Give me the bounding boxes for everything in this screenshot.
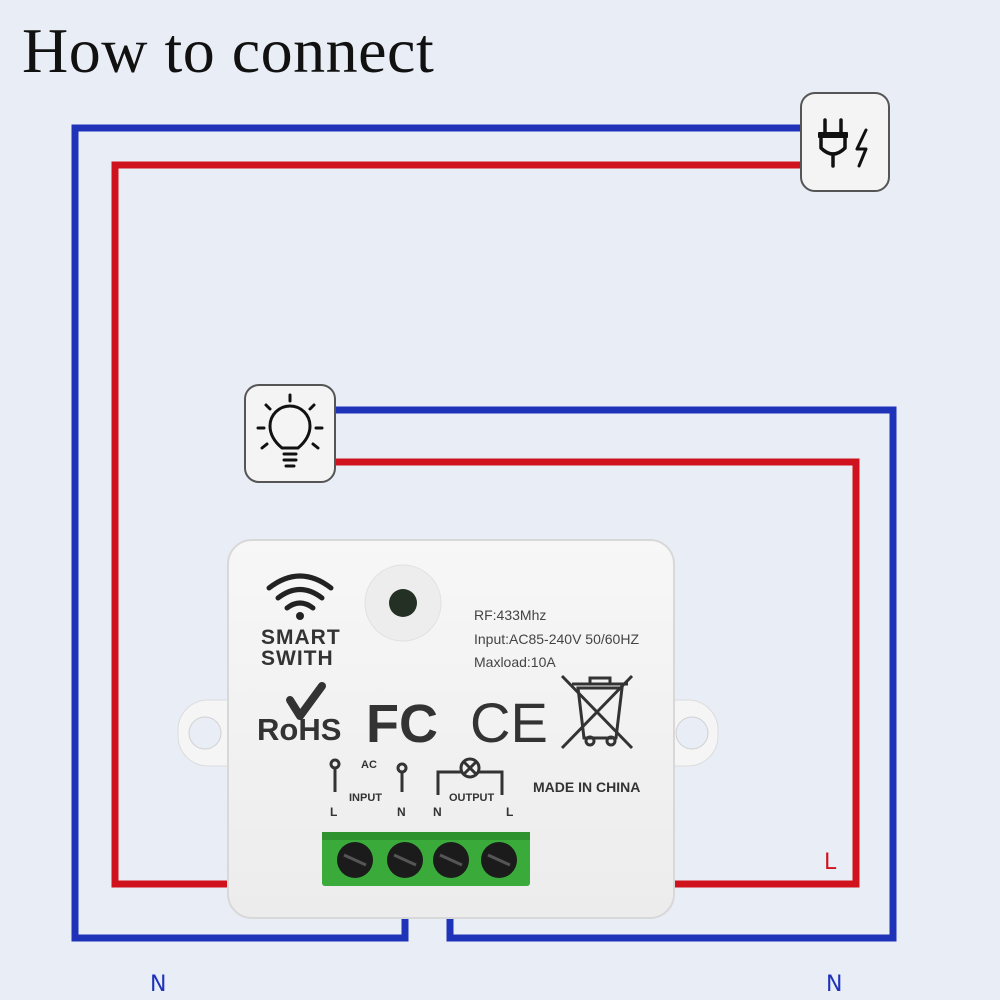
wifi-icon	[266, 573, 334, 620]
wire-label-neutral-left: N	[150, 972, 167, 997]
spec-rf: RF:433Mhz	[474, 607, 546, 623]
terminal-screw	[337, 842, 373, 878]
spec-input: Input:AC85-240V 50/60HZ	[474, 631, 639, 647]
light-bulb-icon	[256, 393, 324, 468]
spec-maxload: Maxload:10A	[474, 654, 556, 670]
fc-logo: FC	[366, 694, 438, 754]
pairing-button	[364, 564, 442, 642]
terminal-label-l-input: L	[330, 805, 337, 819]
rohs-logo: RoHS	[257, 712, 341, 747]
terminal-label-n-input: N	[397, 805, 406, 819]
live-wire-lamp	[335, 458, 860, 888]
input-label: INPUT	[349, 792, 382, 804]
terminal-label-n-output: N	[433, 805, 442, 819]
wire-label-live: L	[824, 850, 837, 875]
page-title: How to connect	[22, 15, 435, 86]
plug-lightning-icon	[818, 118, 868, 168]
lamp-box	[244, 384, 336, 483]
smart-switch-module: SMART SWITH RF:433Mhz Input:AC85-240V 50…	[177, 539, 719, 919]
rohs-check-icon	[286, 682, 326, 720]
made-in-label: MADE IN CHINA	[533, 779, 640, 795]
ac-label: AC	[361, 759, 377, 771]
terminal-screw	[387, 842, 423, 878]
brand-line-1: SMART	[261, 626, 341, 649]
terminal-screw	[481, 842, 517, 878]
terminal-markings	[329, 757, 504, 795]
power-source-box	[800, 92, 890, 192]
wire-label-neutral-right: N	[826, 972, 843, 997]
terminal-label-l-output: L	[506, 805, 513, 819]
brand-line-2: SWITH	[261, 647, 334, 670]
terminal-screw	[433, 842, 469, 878]
terminal-block	[322, 832, 530, 886]
output-label: OUTPUT	[449, 792, 495, 804]
weee-bin-icon	[560, 674, 634, 750]
ce-logo: CE	[470, 691, 548, 754]
